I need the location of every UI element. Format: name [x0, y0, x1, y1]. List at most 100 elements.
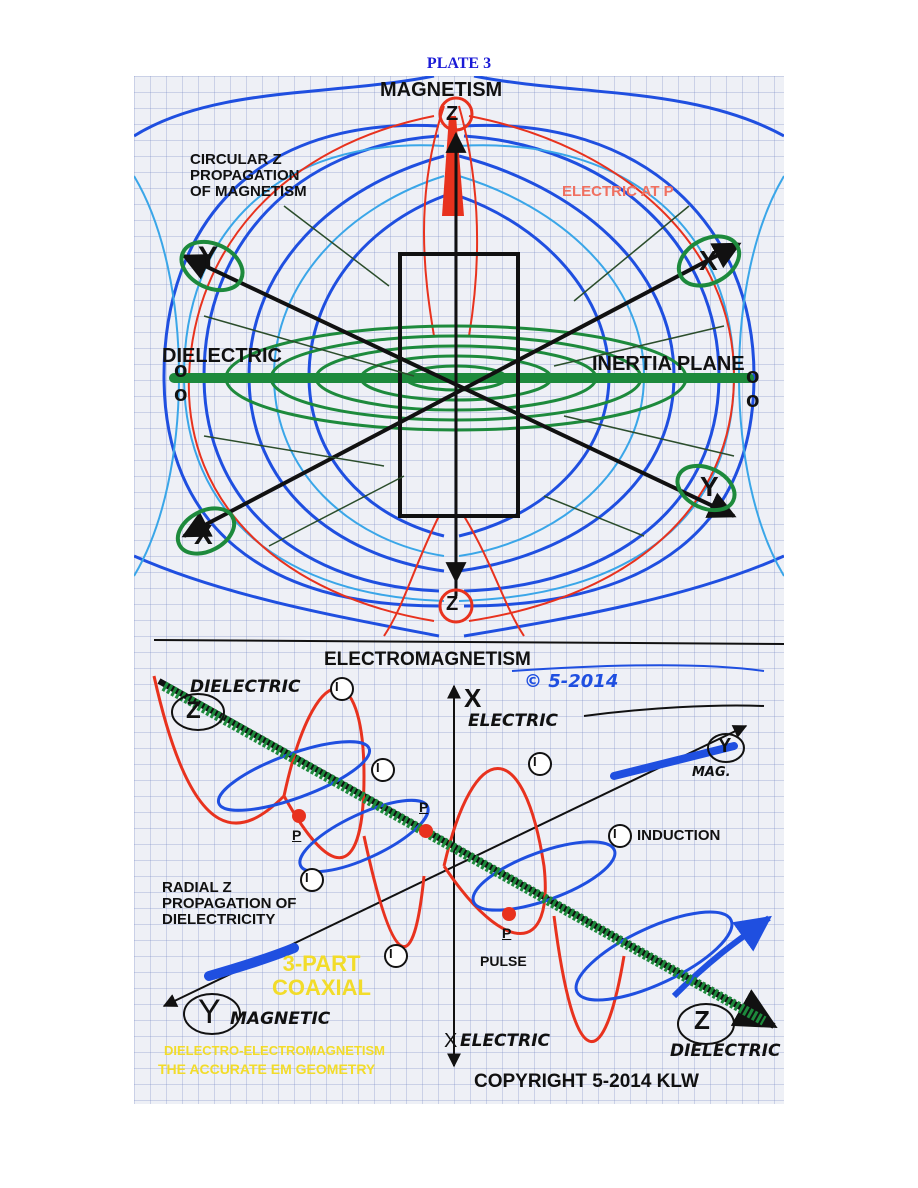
pointer-line [283, 205, 390, 287]
y-right-circle [707, 733, 745, 763]
pulse-dot [502, 907, 516, 921]
mag-arrow [610, 742, 738, 780]
field-loop [463, 123, 756, 608]
z-left-circle [171, 693, 225, 731]
electric-lobe [282, 687, 366, 860]
x-upper-right-label: X [699, 245, 718, 276]
i-marker-circle [300, 868, 324, 892]
pointer-line [553, 325, 725, 367]
pulse-dot [419, 824, 433, 838]
induction-label: INDUCTION [637, 827, 721, 844]
magnetic-arrow-right [671, 915, 772, 999]
dielectric-label: DIELECTRIC [162, 345, 282, 367]
i-marker-circle [371, 758, 395, 782]
electric-line [458, 105, 479, 337]
radial-z-label: RADIAL Z PROPAGATION OF DIELECTRICITY [162, 879, 297, 929]
z-left-label: Z [186, 697, 201, 724]
electric-lobe [442, 767, 547, 935]
x-end-ring [676, 234, 742, 288]
plate-figure: MAGNETISM Z CIRCULAR Z PROPAGATION OF MA… [134, 76, 784, 1104]
i-marker: I [376, 760, 380, 775]
pointer-line [203, 435, 385, 467]
dielectric-bottom-label: DIELECTRIC [670, 1041, 781, 1061]
y-end-ring [179, 239, 245, 293]
x-lower-left-label: X [194, 519, 213, 550]
electromagnetism-title: ELECTROMAGNETISM [324, 649, 531, 670]
i-marker-circle [528, 752, 552, 776]
magnetic-lobe [298, 798, 430, 874]
y-left-circle [183, 993, 241, 1035]
signature-scribble [511, 664, 765, 672]
magnetic-lobe [216, 740, 372, 812]
em-geometry-drawing [134, 76, 784, 1068]
accurate-geometry-label: THE ACCURATE EM GEOMETRY [158, 1061, 376, 1077]
electric-line [383, 515, 440, 637]
electric-lobe [152, 675, 286, 825]
y-left-label: Y [198, 993, 221, 1031]
y-upper-left-label: Y [198, 241, 219, 274]
electric-lobe [362, 835, 426, 949]
electric-at-p-label: ELECTRIC AT P [562, 183, 674, 200]
copyright-label: COPYRIGHT 5-2014 KLW [474, 1071, 699, 1092]
underline-stroke [583, 704, 765, 717]
o-right-lower: o [746, 387, 760, 412]
dielectro-em-label: DIELECTRO-ELECTROMAGNETISM [164, 1043, 385, 1058]
i-marker: I [533, 754, 537, 769]
y-lower-right-label: Y [700, 471, 719, 502]
pulse-label: PULSE [480, 953, 527, 969]
y-right-label: Y [718, 735, 732, 757]
field-loop [162, 123, 440, 608]
o-left-lower: o [174, 381, 188, 406]
plate-title: PLATE 3 [426, 55, 492, 72]
pointer-line [563, 415, 735, 457]
magnetic-hand-label: MAGNETIC [230, 1009, 331, 1029]
i-marker-circle [384, 944, 408, 968]
copyright-hand-label: © 5-2014 [524, 671, 619, 692]
field-loop [463, 554, 784, 638]
z-top-label: Z [446, 103, 459, 125]
field-loop [473, 76, 784, 138]
field-loop [134, 76, 435, 138]
z-bottom-circle [438, 588, 474, 624]
section-divider [153, 639, 784, 645]
electric-line [463, 515, 525, 637]
z-bottom-label: Z [446, 593, 459, 615]
magnetic-lobe [574, 910, 734, 1002]
pointer-line [543, 495, 645, 537]
mag-label: MAG. [692, 765, 731, 780]
x-end-ring [175, 506, 237, 556]
i-marker: I [613, 826, 617, 841]
circular-z-label: CIRCULAR Z PROPAGATION OF MAGNETISM [190, 151, 307, 201]
field-loop [134, 554, 440, 638]
electric-line [423, 105, 445, 337]
pulse-dot [292, 809, 306, 823]
x-bottom-label: X [444, 1030, 458, 1052]
y-end-ring [675, 463, 737, 513]
electric-wave [152, 675, 626, 1043]
y-axis-diagonal [181, 254, 737, 518]
p-marker: P [419, 799, 429, 815]
inertia-plane-label: INERTIA PLANE [592, 353, 745, 375]
p-marker: P [292, 827, 302, 843]
o-right-upper: o [746, 363, 760, 388]
magnetism-title: MAGNETISM [380, 79, 503, 101]
dielectric-hand-label: DIELECTRIC [190, 677, 301, 697]
magnetic-arrow [204, 943, 299, 981]
electric-lobe [552, 915, 626, 1043]
pointer-line [573, 205, 690, 302]
pointer-line [268, 475, 405, 547]
magnetism-diagram [134, 76, 784, 645]
z-right-label: Z [694, 1005, 710, 1035]
coaxial-coil [161, 681, 767, 1026]
electromagnetism-diagram [152, 664, 778, 1068]
i-marker: I [305, 870, 309, 885]
i-marker: I [335, 679, 339, 694]
pointer-line [203, 315, 415, 377]
i-marker-circle [608, 824, 632, 848]
x-axis-diagonal [181, 242, 742, 538]
coaxial-label: 3-PART COAXIAL [272, 951, 371, 1000]
i-marker: I [389, 946, 393, 961]
i-marker-circle [330, 677, 354, 701]
x-top-label: X [464, 683, 482, 713]
z-top-circle [438, 96, 474, 132]
